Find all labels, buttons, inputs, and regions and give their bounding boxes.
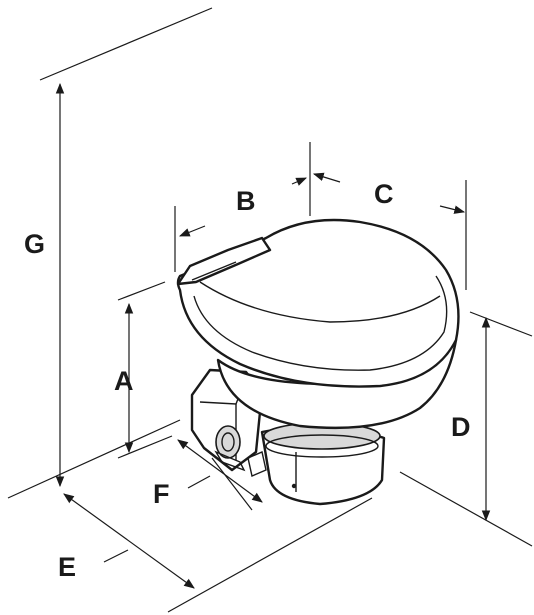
dimension-c-arrow [312, 172, 341, 183]
dimension-arrows [55, 82, 491, 589]
label-a: A [114, 366, 134, 396]
toilet-illustration [176, 218, 460, 506]
label-e: E [58, 552, 76, 582]
dimension-f-arrow [177, 439, 263, 503]
dimension-b-arrow [178, 225, 206, 237]
label-f: F [153, 479, 170, 509]
label-d: D [451, 412, 471, 442]
label-g: G [24, 229, 45, 259]
dimension-e-arrow [63, 493, 195, 589]
label-c: C [374, 179, 394, 209]
motor-coupling [215, 425, 241, 459]
seat-hinge-cover [176, 236, 272, 286]
label-b: B [236, 186, 256, 216]
dimension-labels: G B C A D F E [24, 179, 471, 582]
